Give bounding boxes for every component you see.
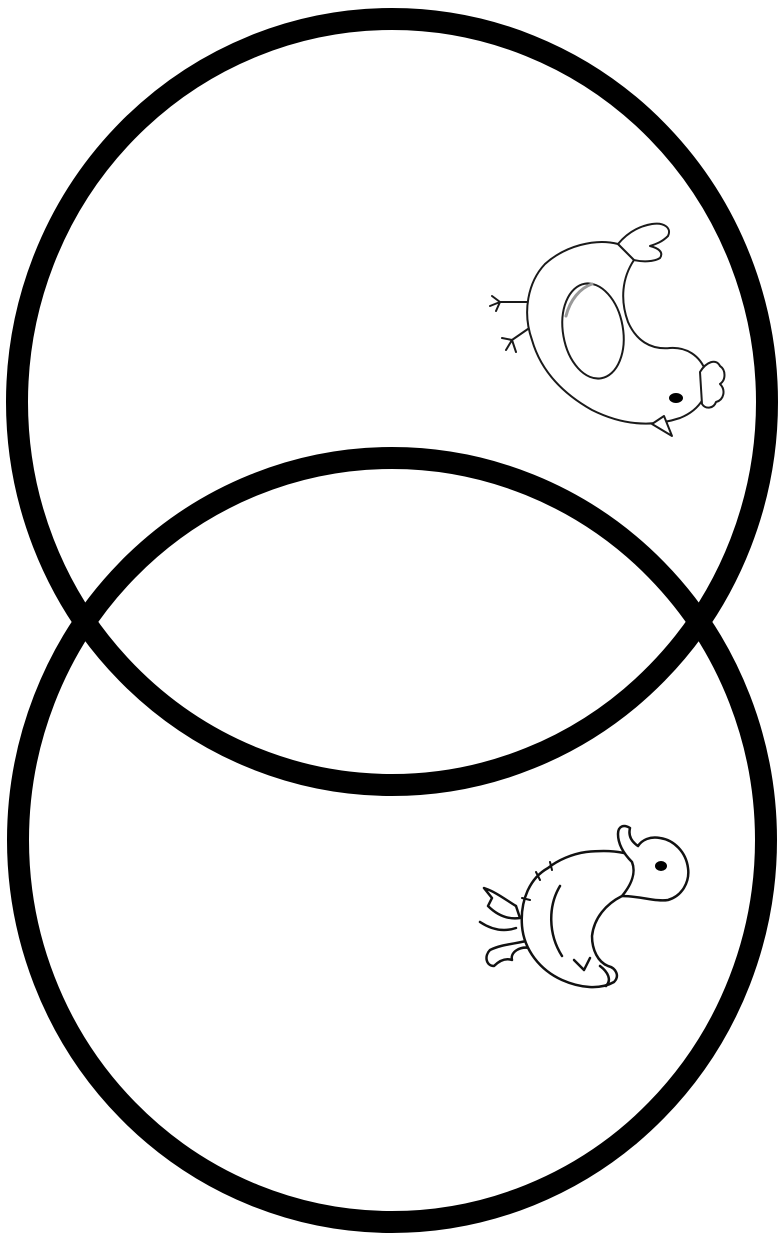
duck-icon	[480, 826, 688, 987]
hen-icon	[490, 224, 725, 436]
